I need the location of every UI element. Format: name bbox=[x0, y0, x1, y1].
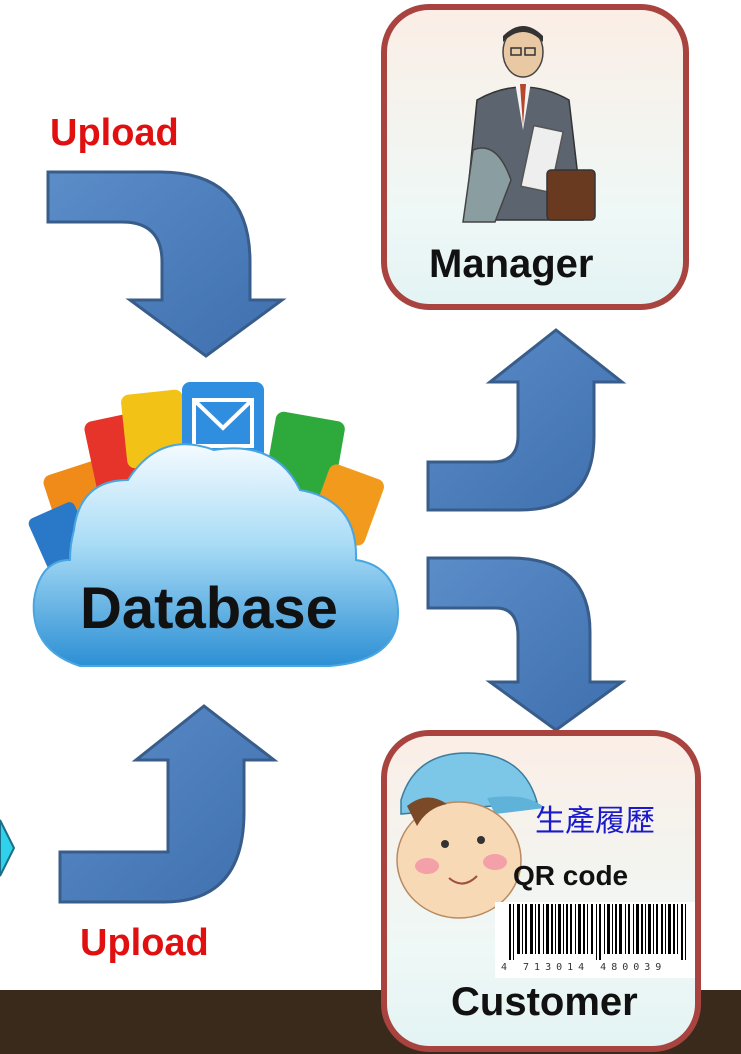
manager-arrow-icon bbox=[426, 328, 627, 512]
database-label: Database bbox=[80, 576, 338, 641]
upload-arrow-bottom-icon bbox=[58, 704, 279, 904]
barcode-number: 4 713014 480039 bbox=[501, 962, 667, 973]
manager-figure-icon bbox=[462, 26, 596, 223]
customer-card: 生產履歷 QR code bbox=[381, 730, 701, 1052]
manager-label: Manager bbox=[429, 242, 594, 286]
customer-arrow-icon bbox=[426, 556, 627, 732]
barcode-icon: 4 713014 480039 bbox=[495, 902, 695, 978]
upload-label-top: Upload bbox=[50, 112, 179, 154]
cloud-icon bbox=[32, 443, 400, 667]
customer-label: Customer bbox=[451, 980, 638, 1024]
manager-card: Manager bbox=[381, 4, 689, 310]
barcode-bars bbox=[509, 904, 686, 960]
production-history-label: 生產履歷 bbox=[535, 804, 655, 839]
qr-code-label: QR code bbox=[513, 860, 629, 891]
upload-label-bottom: Upload bbox=[80, 922, 209, 964]
upload-arrow-top-icon bbox=[46, 170, 287, 358]
customer-boy-icon bbox=[396, 752, 545, 919]
partial-arrow-icon bbox=[0, 819, 16, 877]
